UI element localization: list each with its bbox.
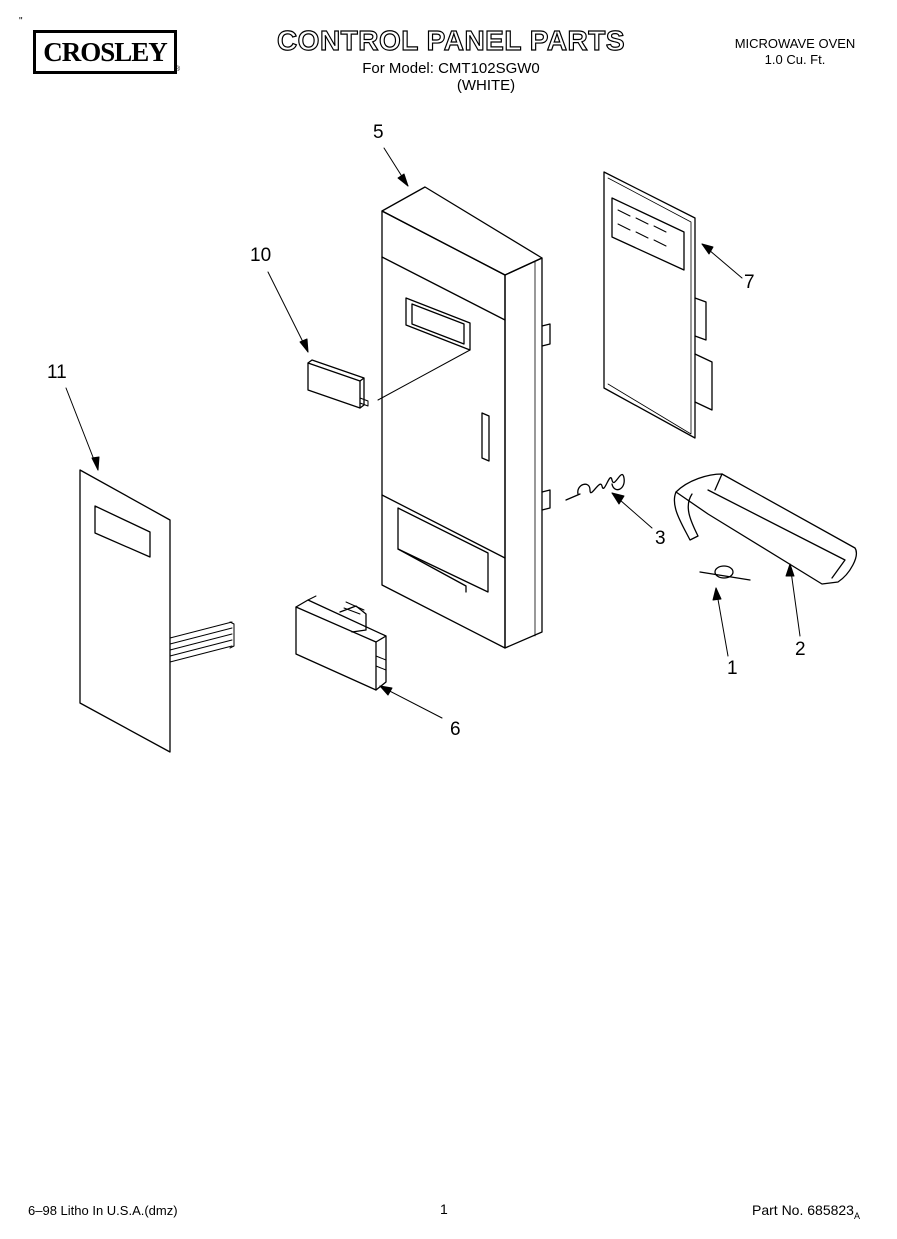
part-number-revision: A — [853, 1211, 860, 1221]
part-10-display-lens — [308, 360, 368, 408]
product-info: MICROWAVE OVEN 1.0 Cu. Ft. — [700, 36, 890, 68]
part-1-retaining-ring — [700, 566, 750, 580]
callout-11: 11 — [47, 362, 67, 383]
callout-10: 10 — [250, 245, 272, 266]
callout-2: 2 — [795, 639, 806, 660]
page-number: 1 — [440, 1201, 448, 1217]
part-5-control-panel-frame — [382, 187, 550, 648]
part-number-text: Part No. 685823 — [752, 1202, 854, 1218]
part-6-button-assembly — [296, 596, 386, 690]
brand-logo: CROSLEY — [33, 30, 177, 74]
part-7-electronic-control-board — [604, 172, 712, 438]
brand-registered-mark: ® — [175, 66, 181, 73]
brand-logo-text: CROSLEY — [43, 36, 168, 67]
page-title: CONTROL PANEL PARTS — [276, 24, 626, 56]
model-variant: (WHITE) — [456, 77, 516, 94]
part-11-keypad-overlay — [80, 470, 234, 752]
callout-5: 5 — [373, 122, 384, 143]
callout-6: 6 — [450, 719, 461, 740]
print-info: 6–98 Litho In U.S.A.(dmz) — [28, 1203, 178, 1218]
part-2-latch-lever — [674, 474, 856, 584]
model-number: For Model: CMT102SGW0 — [362, 60, 540, 77]
leader-lines — [66, 148, 800, 718]
callout-1: 1 — [727, 658, 738, 679]
part-number: Part No. 685823A — [752, 1202, 860, 1221]
callout-3: 3 — [655, 528, 666, 549]
product-type: MICROWAVE OVEN — [734, 36, 856, 51]
corner-tick-mark: " — [19, 16, 23, 27]
part-3-door-spring — [566, 475, 624, 500]
product-capacity: 1.0 Cu. Ft. — [764, 52, 826, 67]
callout-7: 7 — [744, 272, 755, 293]
